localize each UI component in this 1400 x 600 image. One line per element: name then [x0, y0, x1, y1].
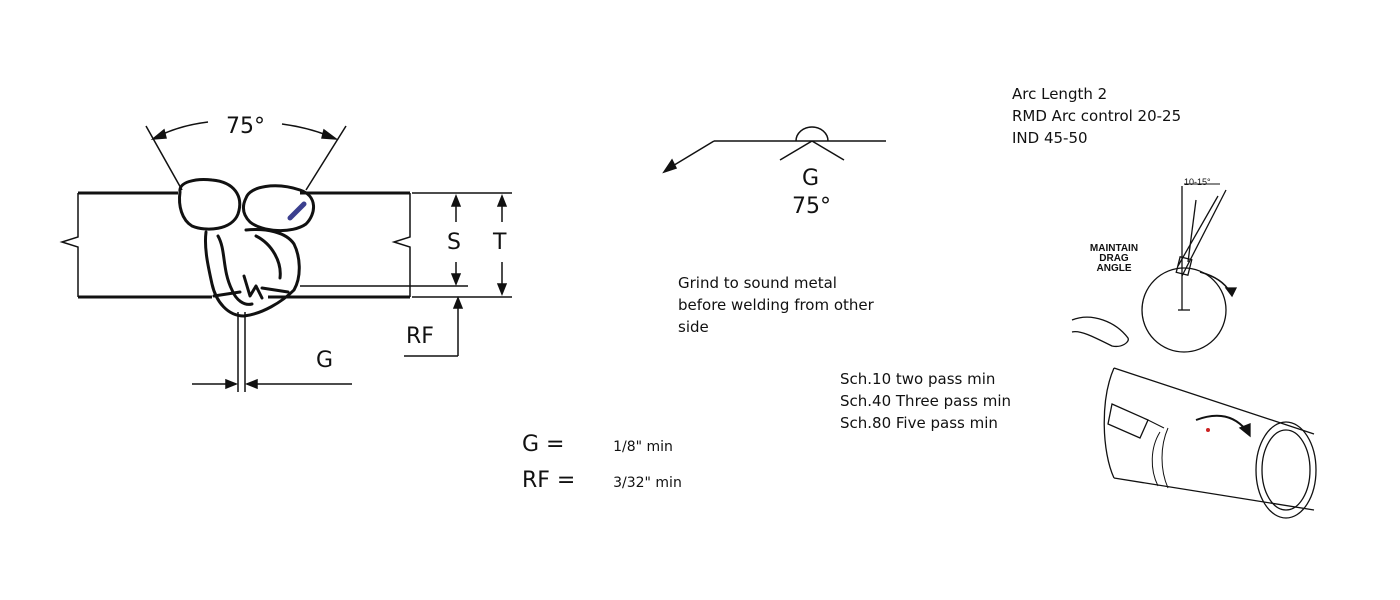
bevel-angle-dimension — [145, 121, 347, 191]
drag-angle-label: MAINTAIN DRAG ANGLE — [1076, 244, 1152, 274]
gap-requirement-value: 1/8" min — [613, 439, 673, 455]
schedule-note-line: Sch.10 two pass min — [840, 370, 996, 388]
s-dimension-label: S — [447, 230, 461, 255]
root-face-requirement-key: RF = — [522, 468, 576, 493]
weld-symbol — [662, 126, 886, 174]
arc-note-line: Arc Length 2 — [1012, 85, 1108, 103]
arc-note-line: RMD Arc control 20-25 — [1012, 107, 1182, 125]
root-face-requirement-value: 3/32" min — [613, 475, 682, 491]
drag-angle-range-label: 10-15° — [1184, 177, 1211, 187]
root-face-requirement: RF = 3/32" min — [522, 468, 682, 493]
schedule-pass-notes: Sch.10 two pass min Sch.40 Three pass mi… — [840, 368, 1011, 434]
drag-label-line: MAINTAIN — [1089, 243, 1139, 254]
arc-settings-notes: Arc Length 2 RMD Arc control 20-25 IND 4… — [1012, 83, 1181, 149]
root-gap-dimension — [192, 312, 352, 392]
gap-label: G — [316, 348, 334, 373]
t-dimension-label: T — [493, 230, 507, 255]
pipe-rotation-diagram — [1103, 367, 1317, 519]
root-face-label: RF — [406, 324, 434, 349]
gap-requirement-key: G = — [522, 432, 565, 457]
drag-angle-diagram — [1071, 183, 1238, 353]
schedule-note-line: Sch.40 Three pass min — [840, 392, 1012, 410]
arc-note-line: IND 45-50 — [1012, 129, 1088, 147]
symbol-angle-label: 75° — [792, 194, 831, 219]
symbol-gap-label: G — [802, 166, 820, 191]
base-plates — [59, 191, 411, 299]
grind-note-line: before welding from other — [678, 296, 874, 314]
schedule-note-line: Sch.80 Five pass min — [840, 414, 998, 432]
weld-bead-sketch — [178, 178, 315, 318]
gap-requirement: G = 1/8" min — [522, 432, 673, 457]
grind-note-line: side — [678, 318, 709, 336]
bevel-angle-label: 75° — [226, 114, 265, 139]
grind-note-line: Grind to sound metal — [678, 274, 837, 292]
grind-note: Grind to sound metal before welding from… — [678, 272, 874, 338]
thickness-dimensions — [300, 192, 512, 357]
drag-label-line: ANGLE — [1096, 263, 1132, 274]
drag-label-line: DRAG — [1099, 253, 1129, 264]
